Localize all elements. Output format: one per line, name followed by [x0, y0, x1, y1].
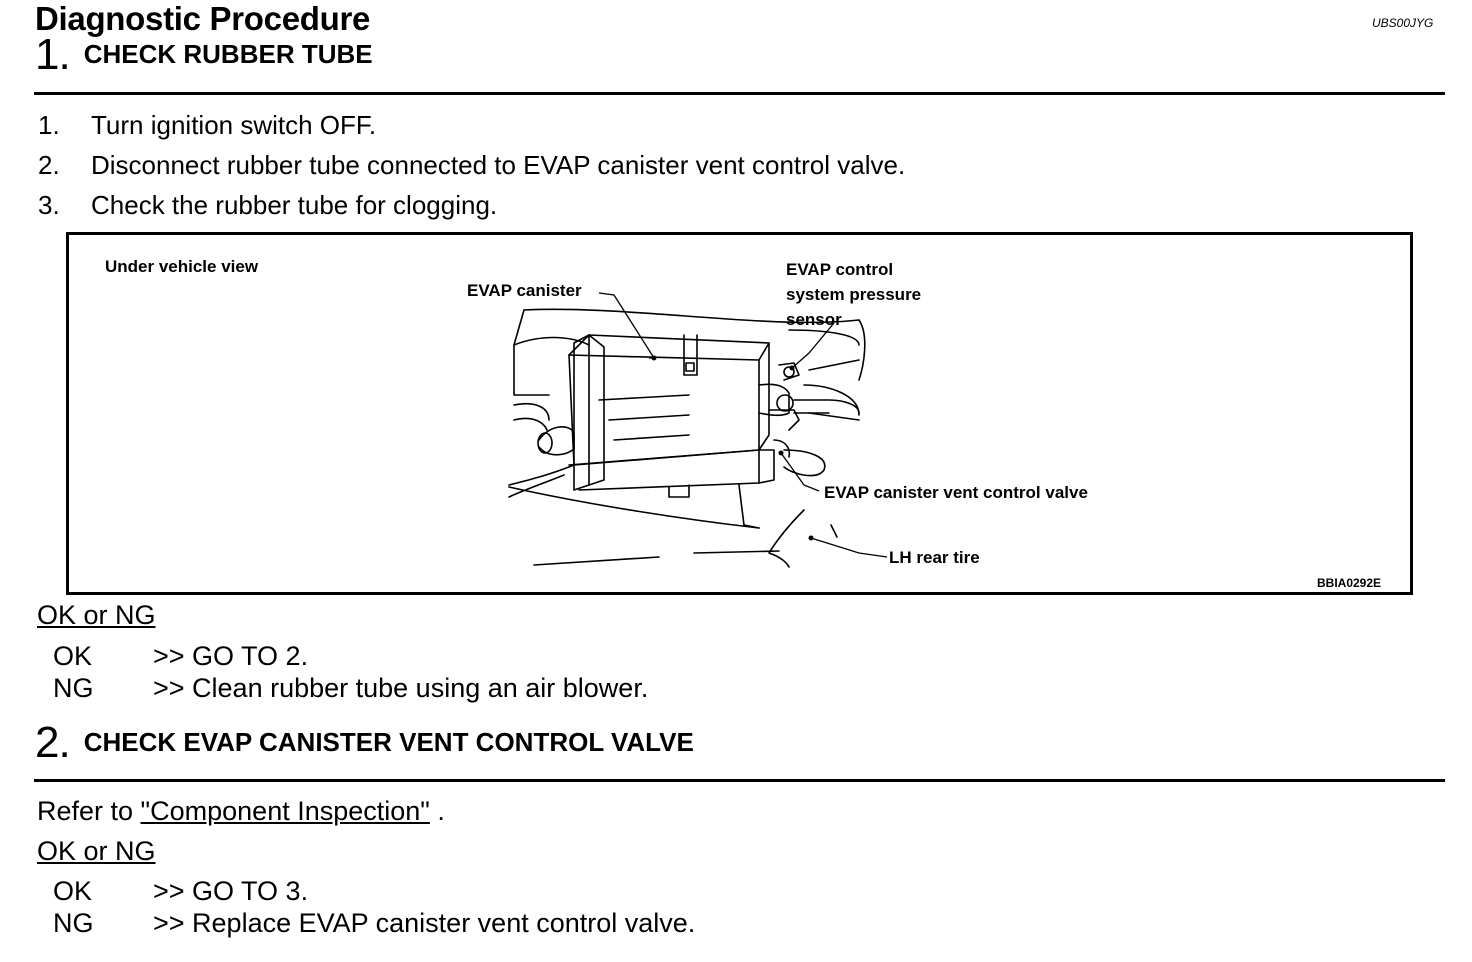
pressure-sensor-callout: EVAP control system pressure sensor	[786, 257, 921, 332]
ok-or-ng-label: OK or NG	[37, 836, 156, 866]
callout-line: sensor	[786, 310, 842, 329]
result-row: NG >> Replace EVAP canister vent control …	[53, 908, 695, 939]
step-2-divider	[34, 779, 1445, 782]
vent-valve-callout: EVAP canister vent control valve	[824, 483, 1088, 502]
refer-prefix: Refer to	[37, 796, 141, 826]
instruction-text: Check the rubber tube for clogging.	[91, 190, 498, 220]
instruction-number: 1.	[38, 110, 60, 140]
refer-suffix: .	[429, 796, 445, 826]
under-vehicle-illustration: Under vehicle view EVAP canister EVAP co…	[66, 232, 1413, 595]
result-text: >> Replace EVAP canister vent control va…	[153, 908, 696, 938]
evap-canister-drawing	[508, 292, 888, 568]
step-2-heading: 2. CHECK EVAP CANISTER VENT CONTROL VALVE	[35, 718, 694, 768]
result-key: NG	[53, 908, 94, 938]
step-1-title: CHECK RUBBER TUBE	[83, 39, 373, 69]
result-text: >> GO TO 2.	[153, 641, 309, 671]
step-1-number: 1.	[35, 30, 71, 79]
instruction-text: Disconnect rubber tube connected to EVAP…	[91, 150, 906, 180]
figure-code: BBIA0292E	[1317, 576, 1382, 590]
step-2-number: 2.	[35, 718, 71, 767]
step-1-divider	[34, 92, 1445, 95]
instruction-item: 3. Check the rubber tube for clogging.	[38, 190, 497, 221]
evap-canister-callout: EVAP canister	[467, 281, 582, 300]
instruction-item: 2. Disconnect rubber tube connected to EV…	[38, 150, 905, 181]
component-inspection-link[interactable]: "Component Inspection"	[140, 796, 430, 826]
instruction-text: Turn ignition switch OFF.	[91, 110, 377, 140]
result-key: OK	[53, 641, 93, 671]
instruction-number: 2.	[38, 150, 60, 180]
step-2-title: CHECK EVAP CANISTER VENT CONTROL VALVE	[83, 727, 694, 757]
result-row: OK >> GO TO 2.	[53, 641, 308, 672]
result-key: NG	[53, 673, 94, 703]
refer-line: Refer to "Component Inspection" .	[37, 796, 445, 827]
step-1-heading: 1. CHECK RUBBER TUBE	[35, 30, 373, 80]
callout-line: EVAP control	[786, 260, 894, 279]
result-row: OK >> GO TO 3.	[53, 876, 308, 907]
instruction-number: 3.	[38, 190, 60, 220]
page-title: Diagnostic Procedure	[35, 0, 371, 37]
result-text: >> Clean rubber tube using an air blower…	[153, 673, 649, 703]
rear-tire-callout: LH rear tire	[889, 548, 980, 567]
callout-line: system pressure	[786, 285, 922, 304]
document-code: UBS00JYG	[1372, 16, 1434, 30]
instruction-item: 1. Turn ignition switch OFF.	[38, 110, 376, 141]
result-row: NG >> Clean rubber tube using an air blow…	[53, 673, 648, 704]
result-key: OK	[53, 876, 93, 906]
result-text: >> GO TO 3.	[153, 876, 309, 906]
view-label: Under vehicle view	[105, 257, 259, 276]
ok-or-ng-label: OK or NG	[37, 600, 156, 630]
